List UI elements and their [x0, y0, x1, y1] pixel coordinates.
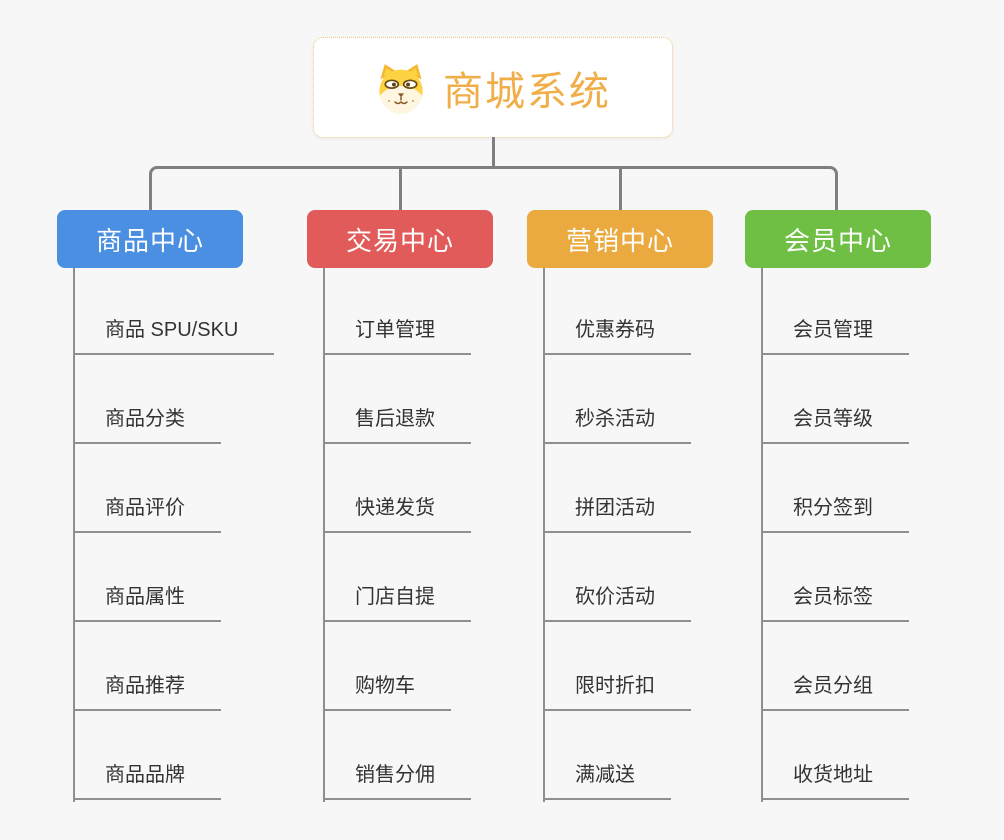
branch-trunk-line — [73, 268, 75, 802]
root-topic[interactable]: 商城系统 — [313, 37, 673, 138]
subtopic-node[interactable]: 积分签到 — [761, 493, 909, 533]
subtopic-label: 订单管理 — [323, 315, 471, 355]
branch-label: 营销中心 — [565, 225, 674, 256]
subtopic-node[interactable]: 会员标签 — [761, 582, 909, 622]
subtopic-label: 商品品牌 — [73, 760, 221, 800]
branch-column-marketing: 优惠券码 秒杀活动 拼团活动 砍价活动 限时折扣 满减送 — [527, 268, 777, 813]
subtopic-node[interactable]: 拼团活动 — [543, 493, 691, 533]
subtopic-node[interactable]: 门店自提 — [323, 582, 471, 622]
branch-node-trade-center[interactable]: 交易中心 — [307, 210, 493, 268]
subtopic-node[interactable]: 砍价活动 — [543, 582, 691, 622]
subtopic-label: 满减送 — [543, 760, 671, 800]
branch-label: 会员中心 — [783, 225, 892, 256]
subtopic-node[interactable]: 收货地址 — [761, 760, 909, 800]
subtopic-node[interactable]: 秒杀活动 — [543, 404, 691, 444]
subtopic-node[interactable]: 商品 SPU/SKU — [73, 315, 275, 355]
subtopic-label: 商品评价 — [73, 493, 221, 533]
branch-trunk-line — [323, 268, 325, 802]
branch-label: 商品中心 — [95, 225, 204, 256]
subtopic-node[interactable]: 商品属性 — [73, 582, 221, 622]
subtopic-label: 售后退款 — [323, 404, 471, 444]
subtopic-node[interactable]: 商品推荐 — [73, 671, 221, 711]
subtopic-label: 购物车 — [323, 671, 451, 711]
subtopic-label: 商品属性 — [73, 582, 221, 622]
subtopic-label: 砍价活动 — [543, 582, 691, 622]
subtopic-label: 优惠券码 — [543, 315, 691, 355]
branch-node-product-center[interactable]: 商品中心 — [57, 210, 243, 268]
subtopic-node[interactable]: 限时折扣 — [543, 671, 691, 711]
branch-trunk-line — [761, 268, 763, 802]
subtopic-label: 快递发货 — [323, 493, 471, 533]
subtopic-node[interactable]: 商品品牌 — [73, 760, 221, 800]
subtopic-node[interactable]: 购物车 — [323, 671, 451, 711]
subtopic-node[interactable]: 售后退款 — [323, 404, 471, 444]
connector-drop — [399, 166, 402, 210]
subtopic-label: 拼团活动 — [543, 493, 691, 533]
branch-label: 交易中心 — [345, 225, 454, 256]
subtopic-node[interactable]: 会员管理 — [761, 315, 909, 355]
branch-trunk-line — [543, 268, 545, 802]
subtopic-label: 积分签到 — [761, 493, 909, 533]
subtopic-node[interactable]: 满减送 — [543, 760, 671, 800]
connector-rail — [149, 166, 838, 210]
connector-drop — [619, 166, 622, 210]
dog-face-icon — [379, 63, 423, 114]
branch-node-marketing-center[interactable]: 营销中心 — [527, 210, 713, 268]
subtopic-label: 商品推荐 — [73, 671, 221, 711]
branch-column-trade: 订单管理 售后退款 快递发货 门店自提 购物车 销售分佣 — [307, 268, 557, 813]
subtopic-label: 限时折扣 — [543, 671, 691, 711]
subtopic-node[interactable]: 销售分佣 — [323, 760, 471, 800]
subtopic-label: 会员标签 — [761, 582, 909, 622]
subtopic-label: 会员分组 — [761, 671, 909, 711]
subtopic-node[interactable]: 商品评价 — [73, 493, 221, 533]
subtopic-label: 收货地址 — [761, 760, 909, 800]
subtopic-label: 会员管理 — [761, 315, 909, 355]
subtopic-label: 秒杀活动 — [543, 404, 691, 444]
subtopic-label: 商品 SPU/SKU — [73, 315, 275, 355]
subtopic-label: 销售分佣 — [323, 760, 471, 800]
subtopic-label: 会员等级 — [761, 404, 909, 444]
root-topic-label: 商城系统 — [443, 69, 611, 114]
subtopic-node[interactable]: 快递发货 — [323, 493, 471, 533]
subtopic-label: 商品分类 — [73, 404, 221, 444]
subtopic-node[interactable]: 商品分类 — [73, 404, 221, 444]
branch-column-member: 会员管理 会员等级 积分签到 会员标签 会员分组 收货地址 — [745, 268, 995, 813]
subtopic-node[interactable]: 订单管理 — [323, 315, 471, 355]
subtopic-node[interactable]: 会员分组 — [761, 671, 909, 711]
subtopic-label: 门店自提 — [323, 582, 471, 622]
connector-root-stem — [492, 137, 495, 168]
branch-node-member-center[interactable]: 会员中心 — [745, 210, 931, 268]
subtopic-node[interactable]: 优惠券码 — [543, 315, 691, 355]
branch-column-product: 商品 SPU/SKU 商品分类 商品评价 商品属性 商品推荐 商品品牌 — [57, 268, 307, 813]
subtopic-node[interactable]: 会员等级 — [761, 404, 909, 444]
